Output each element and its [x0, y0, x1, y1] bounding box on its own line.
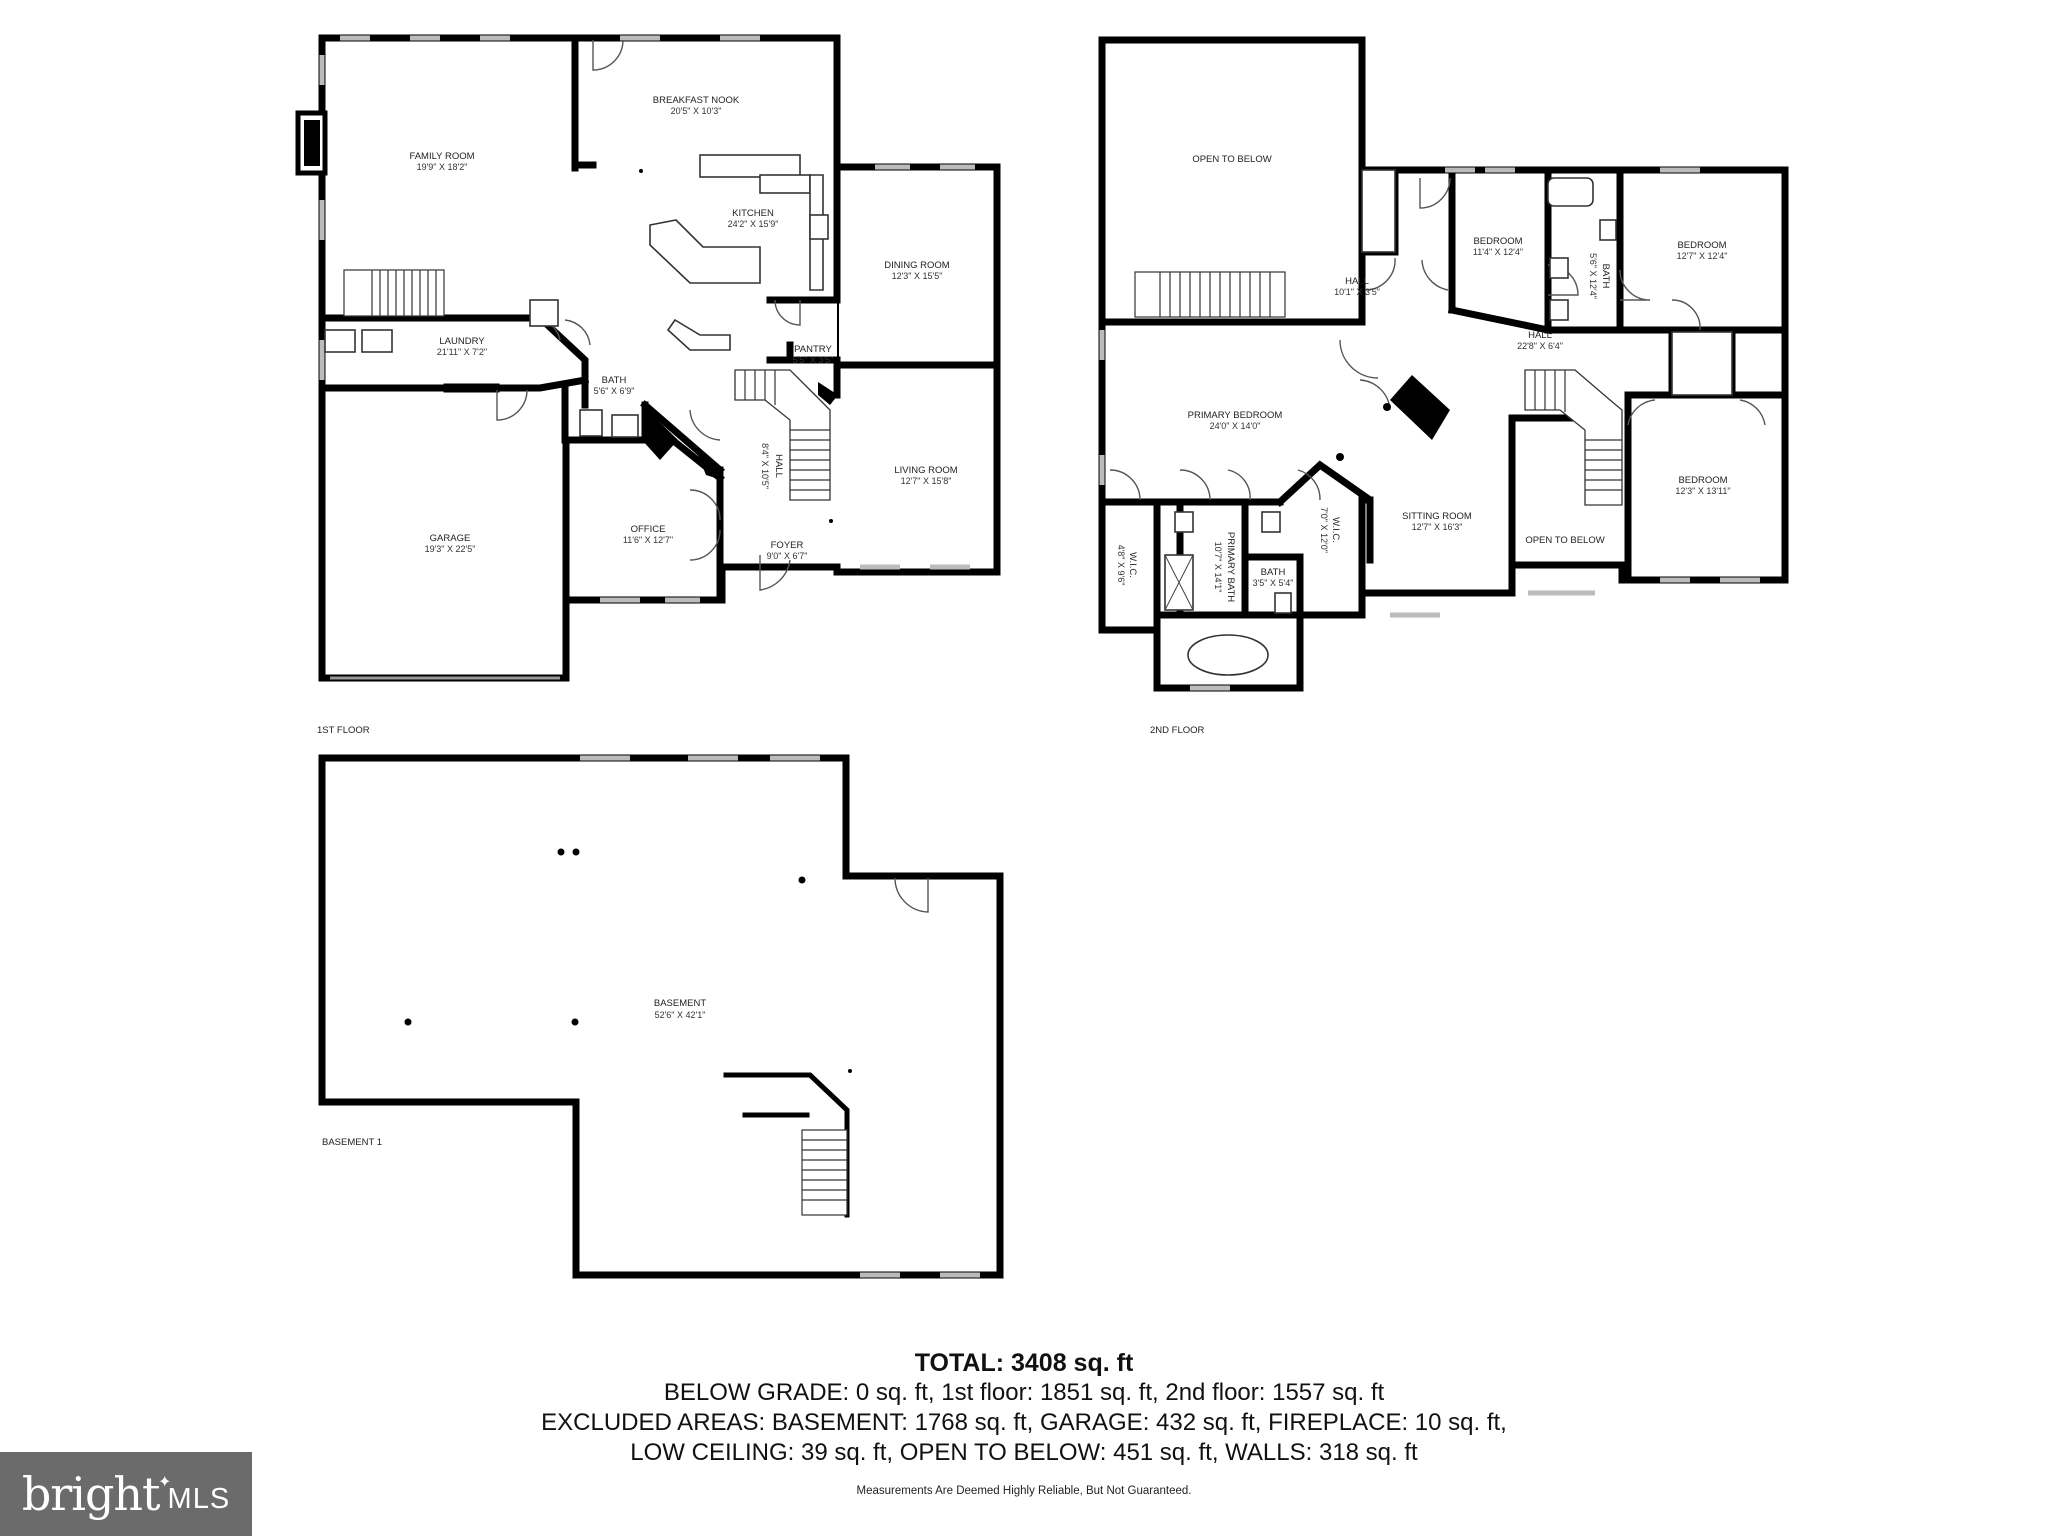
room-dims: 4'8" X 9'6" [1116, 545, 1126, 586]
room-name: PRIMARY BEDROOM [1188, 410, 1283, 421]
area-summary: TOTAL: 3408 sq. ft BELOW GRADE: 0 sq. ft… [0, 1348, 2048, 1468]
second-floor-plan: OPEN TO BELOW BEDROOM 11'4" X 12'4" BATH… [1098, 36, 1789, 736]
room-name: BATH [602, 375, 627, 386]
stairs [734, 369, 831, 501]
area-breakdown-line: LOW CEILING: 39 sq. ft, OPEN TO BELOW: 4… [630, 1439, 1418, 1466]
room-name: OPEN TO BELOW [1525, 535, 1604, 546]
room-dims: 12'3" X 15'5" [892, 271, 943, 281]
room-dims: 12'3" X 13'11" [1675, 486, 1730, 496]
area-breakdown-line: BELOW GRADE: 0 sq. ft, 1st floor: 1851 s… [663, 1379, 1385, 1406]
logo-wordmark: bright [21, 1467, 161, 1521]
disclaimer: Measurements Are Deemed Highly Reliable,… [856, 1485, 1192, 1497]
room-name: BEDROOM [1677, 240, 1726, 251]
room-name: FAMILY ROOM [409, 151, 474, 162]
room-dims: 5'6" X 12'4" [1588, 253, 1598, 299]
room-name: DINING ROOM [884, 260, 950, 271]
room-dims: 7'0" X 12'0" [1319, 507, 1329, 553]
room-name: LIVING ROOM [894, 465, 957, 476]
room-dims: 12'7" X 12'4" [1677, 251, 1728, 261]
kitchen-island [649, 219, 761, 284]
room-dims: 19'3" X 22'5" [425, 544, 476, 554]
structural-column [698, 455, 722, 480]
room-dims: 24'2" X 15'9" [728, 219, 779, 229]
room-name: W.I.C. [1330, 517, 1341, 543]
support-post [557, 848, 565, 856]
room-name: GARAGE [430, 533, 471, 544]
room-name: BATH [1600, 264, 1611, 289]
room-dims: 52'6" X 42'1" [655, 1010, 706, 1020]
room-dims: 20'5" X 10'3" [671, 106, 722, 116]
first-floor-plan: FAMILY ROOM 19'9" X 18'2" BREAKFAST NOOK… [295, 34, 1001, 736]
room-dims: 11'6" X 12'7" [623, 535, 673, 545]
room-name: BATH [1261, 567, 1286, 578]
support-post [571, 1018, 579, 1026]
room-dims: 21'11" X 7'2" [437, 347, 487, 357]
room-dims: 12'7" X 16'3" [1412, 522, 1463, 532]
stairs [801, 1129, 848, 1216]
floor-label-basement: BASEMENT 1 [322, 1137, 382, 1148]
room-name: HALL [1345, 276, 1369, 287]
area-breakdown-line: EXCLUDED AREAS: BASEMENT: 1768 sq. ft, G… [541, 1409, 1507, 1436]
bright-mls-logo: bright MLS ✦ [0, 1452, 252, 1536]
floor-label-first: 1ST FLOOR [317, 725, 370, 736]
room-name: KITCHEN [732, 208, 774, 219]
room-dims: 5'6" X 6'9" [594, 386, 635, 396]
room-name: PANTRY [794, 344, 832, 355]
room-name: BEDROOM [1473, 236, 1522, 247]
room-name: BREAKFAST NOOK [653, 95, 740, 106]
room-dims: 12'7" X 15'8" [901, 476, 952, 486]
total-area: TOTAL: 3408 sq. ft [914, 1349, 1134, 1377]
room-name: BASEMENT [654, 998, 706, 1009]
stairs [1524, 369, 1623, 506]
support-post [572, 848, 580, 856]
room-dims: 3'5" X 5'4" [1253, 578, 1294, 588]
sparkle-icon: ✦ [158, 1474, 172, 1491]
room-name: OFFICE [631, 524, 666, 535]
room-name: W.I.C. [1127, 552, 1138, 578]
room-name: HALL [1528, 330, 1552, 341]
room-name: OPEN TO BELOW [1192, 154, 1271, 165]
room-name: PRIMARY BATH [1225, 532, 1236, 602]
support-post [798, 876, 806, 884]
basement-plan: BASEMENT 52'6" X 42'1" BASEMENT 1 [318, 754, 1004, 1279]
room-dims: 10'1" X 3'5" [1334, 287, 1380, 297]
logo-suffix: MLS [167, 1482, 231, 1515]
room-dims: 8'4" X 10'5" [760, 443, 770, 489]
room-dims: 10'7" X 14'1" [1213, 542, 1223, 593]
structural-column [1390, 375, 1450, 440]
room-name: SITTING ROOM [1402, 511, 1472, 522]
room-name: BEDROOM [1678, 475, 1727, 486]
room-name: LAUNDRY [439, 336, 485, 347]
room-dims: 9'0" X 6'7" [767, 551, 808, 561]
room-dims: 5'5" X 3'5" [793, 355, 834, 365]
room-dims: 19'9" X 18'2" [417, 162, 468, 172]
support-post [404, 1018, 412, 1026]
room-name: HALL [773, 454, 784, 478]
structural-column [642, 405, 678, 460]
room-name: FOYER [771, 540, 804, 551]
stairs [1134, 271, 1286, 318]
stairs [343, 269, 445, 317]
room-dims: 11'4" X 12'4" [1473, 247, 1523, 257]
floor-label-second: 2ND FLOOR [1150, 725, 1205, 736]
room-dims: 24'0" X 14'0" [1210, 421, 1261, 431]
room-dims: 22'8" X 6'4" [1517, 341, 1563, 351]
